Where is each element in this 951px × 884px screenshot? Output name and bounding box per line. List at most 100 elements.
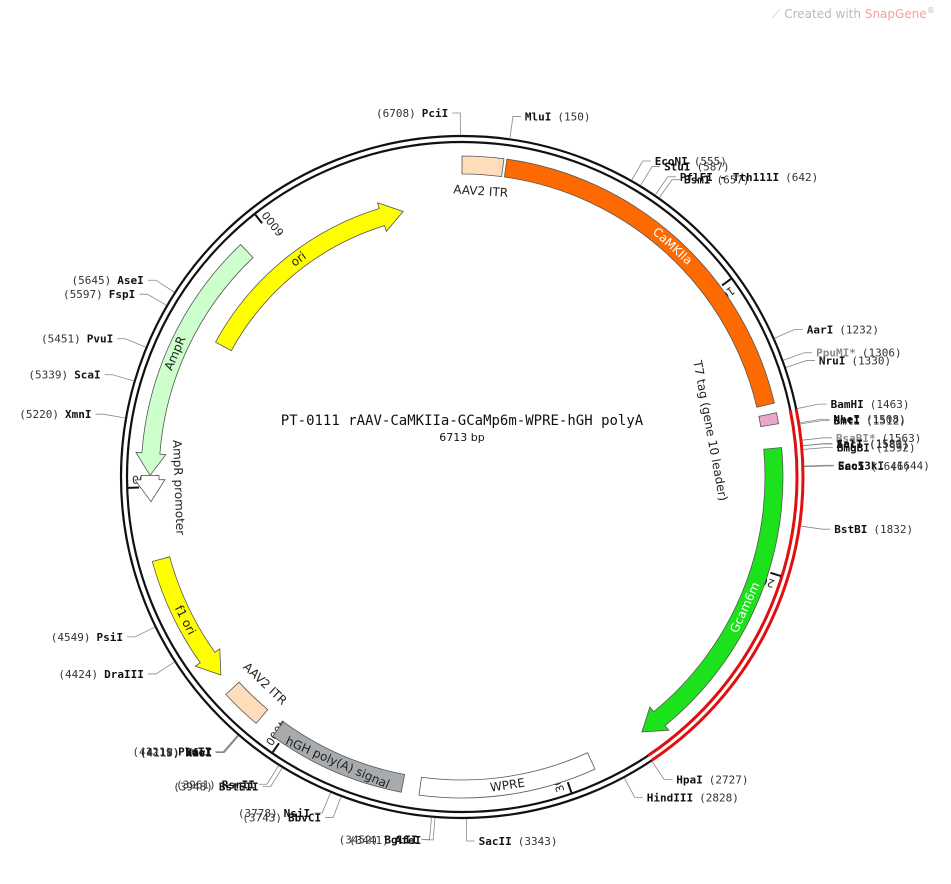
- feature-label-wpre: WPRE: [489, 776, 526, 795]
- enzyme-position: (1581): [869, 438, 909, 451]
- enzyme-site: (3778)NsiI: [238, 807, 310, 820]
- enzyme-name: BglII: [384, 834, 417, 847]
- enzyme-leader: [801, 437, 832, 441]
- enzyme-name: HpaI: [676, 774, 703, 787]
- enzyme-leader: [802, 443, 833, 447]
- enzyme-name: PluTI: [178, 746, 211, 759]
- enzyme-name: MluI: [525, 111, 552, 124]
- plasmid-name: PT-0111 rAAV-CaMKIIa-GCaMp6m-WPRE-hGH po…: [281, 413, 644, 429]
- enzyme-position: (5451): [41, 333, 81, 346]
- enzyme-site: (4549)PsiI: [51, 631, 123, 644]
- enzyme-name: KasI: [186, 747, 213, 760]
- enzyme-site: SacII(3343): [479, 835, 558, 848]
- enzyme-leader: [95, 413, 126, 419]
- feature-label-t7-tag-gene-10-leader: T7 tag (gene 10 leader): [690, 358, 730, 502]
- enzyme-site: (4119)SfoI: [139, 746, 211, 759]
- enzyme-site: MluI (150): [525, 111, 591, 124]
- backbone-inner-strand: [125, 140, 799, 814]
- enzyme-site: PflFI - Tth111I (642): [680, 171, 818, 184]
- enzyme-leader: [803, 464, 834, 467]
- enzyme-name: PvuI: [87, 333, 114, 346]
- feature-t7-tag-gene-10-leader: [758, 412, 780, 428]
- enzyme-position: (2828): [699, 791, 739, 804]
- enzyme-site: HpaI(2727): [676, 774, 748, 787]
- enzyme-position: (1463): [870, 398, 910, 411]
- feature-label-aav2-itr: AAV2 ITR: [453, 182, 509, 200]
- enzyme-name: HindIII: [647, 791, 693, 804]
- enzyme-position: (4121): [132, 746, 172, 759]
- feature-camkiia: [503, 158, 775, 408]
- enzyme-position: (3441): [349, 834, 389, 847]
- enzyme-site: BamHI (1463): [831, 398, 910, 411]
- enzyme-site: HindIII (2828): [647, 791, 739, 804]
- enzyme-site: (5451) PvuI: [41, 333, 113, 346]
- tick-2000: [770, 571, 782, 578]
- enzyme-site: (3743)BbvCI: [242, 811, 321, 824]
- enzyme-name: PflFI - Tth111I: [680, 171, 779, 184]
- enzyme-leader: [799, 420, 830, 425]
- enzyme-site: Eco53kI(1644): [838, 459, 930, 472]
- enzyme-leader: [785, 360, 815, 368]
- enzyme-name: BsaBI*: [836, 432, 876, 445]
- enzyme-leader: [147, 661, 175, 675]
- enzyme-name: RsrII: [222, 778, 255, 791]
- enzyme-position: (3343): [518, 835, 558, 848]
- enzyme-leader: [314, 792, 331, 814]
- enzyme-name: BamHI: [831, 398, 864, 411]
- enzyme-leader: [126, 626, 155, 638]
- watermark-brand: SnapGene: [864, 7, 927, 21]
- enzyme-site: SalI(1580): [836, 438, 908, 451]
- enzyme-site: (5220)XmnI: [19, 408, 91, 421]
- enzyme-leader: [631, 160, 651, 181]
- enzyme-name: NheI: [833, 413, 860, 426]
- enzyme-site: (4117)KasI: [140, 747, 212, 760]
- enzyme-leader: [797, 403, 827, 409]
- enzyme-leader: [640, 166, 661, 186]
- enzyme-site: AarI(1232): [807, 323, 879, 336]
- enzyme-name: BstBI: [834, 523, 867, 536]
- enzyme-site: (4121) PluTI: [132, 746, 211, 759]
- tick-3000: [566, 781, 573, 793]
- enzyme-position: (1832): [873, 523, 913, 536]
- tick-1000: [721, 278, 732, 287]
- enzyme-site: BsaBI*(1563): [836, 432, 922, 445]
- tick-label: 6000: [259, 209, 287, 239]
- enzyme-position: (3961): [176, 778, 216, 791]
- enzyme-leader: [215, 735, 239, 753]
- tick-6000: [254, 214, 263, 224]
- enzyme-site: (3948)BstEII: [173, 781, 259, 794]
- enzyme-site: (3452)BglII: [339, 834, 418, 847]
- enzyme-name: NruI: [819, 354, 846, 367]
- watermark-mark: ®: [926, 6, 935, 15]
- enzyme-name: Eco53kI: [838, 459, 884, 472]
- enzyme-name: SalI: [836, 438, 863, 451]
- enzyme-name: SacI: [838, 460, 865, 473]
- enzyme-position: (642): [785, 171, 818, 184]
- enzyme-position: (5645): [72, 274, 112, 287]
- enzyme-leader: [452, 112, 461, 136]
- enzyme-site: NruI (1330): [819, 354, 891, 367]
- enzyme-position: (150): [557, 111, 590, 124]
- enzyme-leader: [774, 328, 803, 339]
- enzyme-site: BmgBI(1592): [837, 442, 916, 455]
- enzyme-name: PsiI: [96, 631, 123, 644]
- enzyme-position: (1330): [851, 354, 891, 367]
- enzyme-position: (587): [697, 161, 730, 174]
- enzyme-leader: [215, 734, 238, 753]
- enzyme-name: BmtI: [834, 415, 861, 428]
- enzyme-position: (5597): [63, 288, 103, 301]
- enzyme-name: SfoI: [185, 746, 212, 759]
- enzyme-position: (4424): [58, 668, 98, 681]
- feature-wpre: [418, 752, 596, 799]
- enzyme-leader: [509, 116, 521, 139]
- enzyme-position: (3778): [238, 807, 278, 820]
- enzyme-leader: [658, 179, 680, 198]
- enzyme-leader: [262, 767, 283, 788]
- enzyme-name: EcoNI: [655, 155, 688, 168]
- feature-f1-ori: [151, 556, 222, 676]
- enzyme-name: AseI: [117, 274, 144, 287]
- enzyme-position: (1232): [839, 323, 879, 336]
